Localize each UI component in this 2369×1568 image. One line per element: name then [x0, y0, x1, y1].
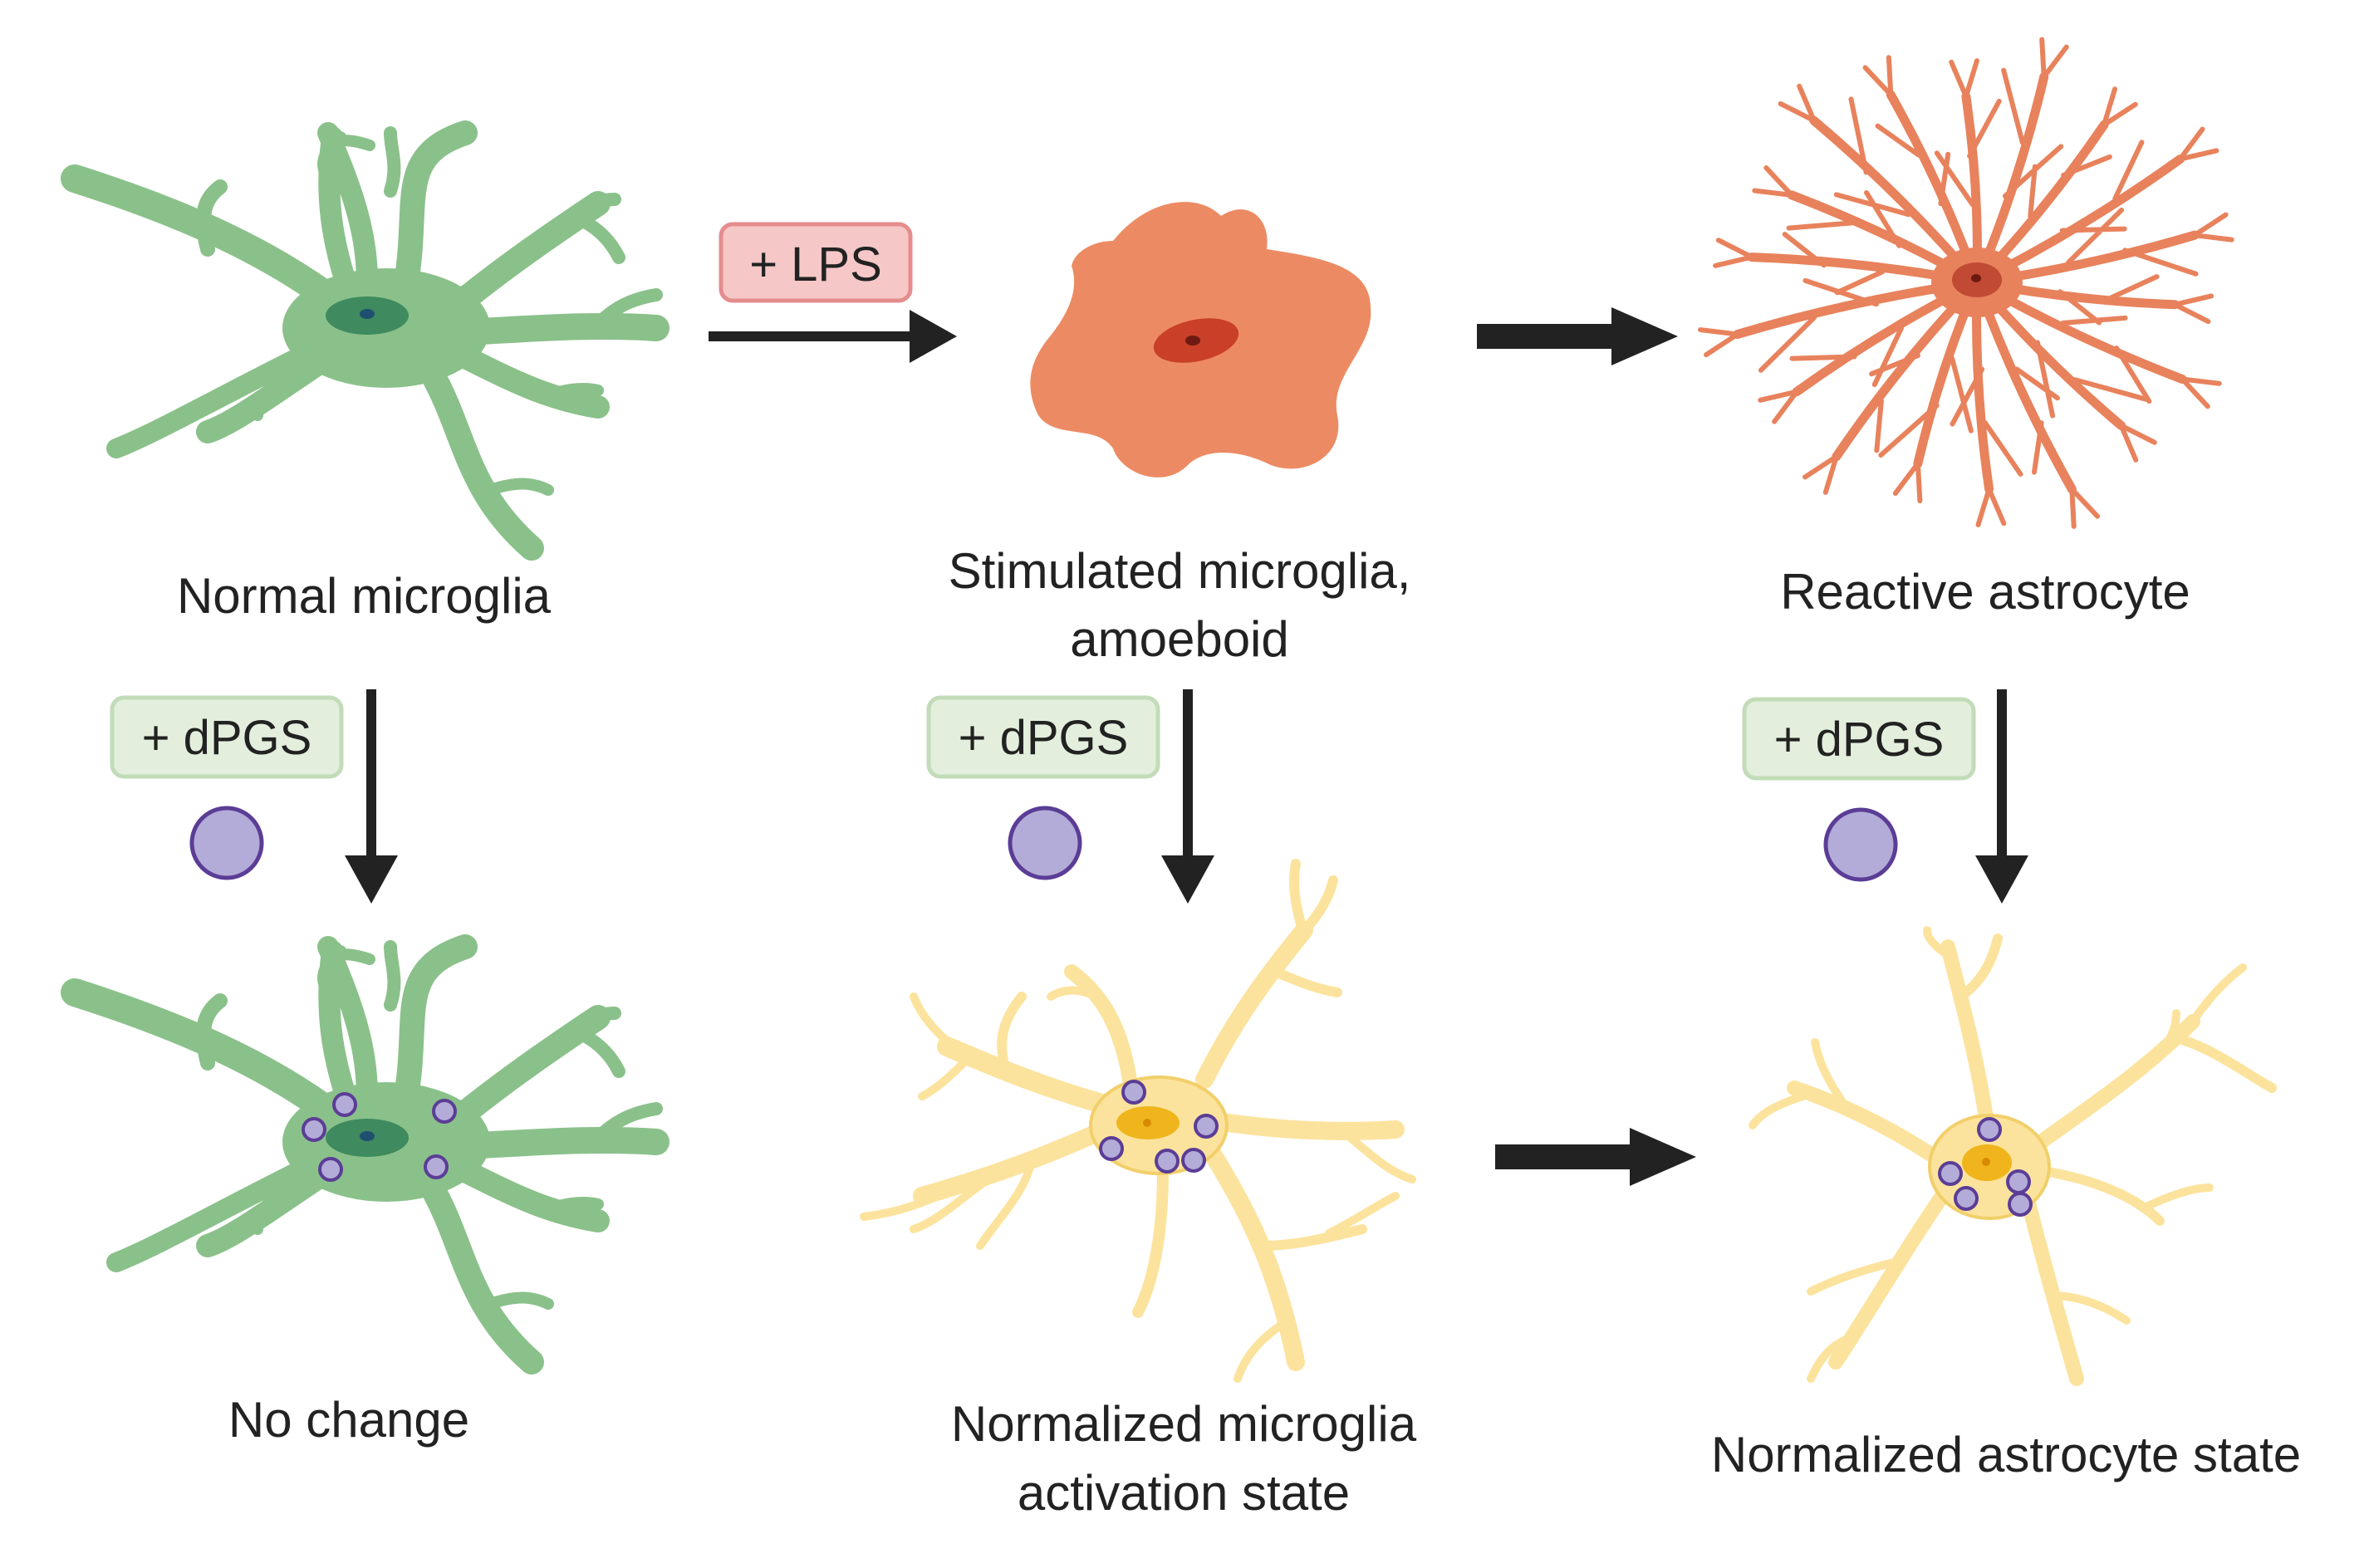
dpgs-particle-left — [189, 806, 264, 880]
arrow-normalized-microglia-to-astrocyte — [1495, 1128, 1696, 1186]
lps-label: + LPS — [749, 238, 882, 292]
arrow-stimulated-to-reactive — [1477, 307, 1678, 365]
dpgs-label-middle: + dPGS — [959, 711, 1129, 765]
normalized-astrocyte-cell — [1749, 926, 2277, 1386]
normal-microglia-cell — [61, 120, 670, 561]
dpgs-particle-right — [1823, 807, 1898, 882]
astrocyte-main-processes — [1733, 72, 2200, 494]
stimulated-microglia-cell — [1030, 202, 1371, 478]
dpgs-label-left: + dPGS — [142, 711, 312, 765]
caption-stimulated-line2: amoeboid — [1070, 611, 1289, 667]
reactive-astrocyte-cell — [1698, 37, 2234, 529]
caption-normalized-microglia-line1: Normalized microglia — [951, 1396, 1417, 1452]
lps-treatment-tag: + LPS — [719, 222, 913, 303]
reactive-astrocyte-processes — [1698, 37, 2234, 529]
dpgs-treatment-middle: + dPGS — [926, 689, 1214, 904]
dpgs-label-right: + dPGS — [1774, 713, 1945, 767]
arrow-normal-to-stimulated — [709, 310, 957, 363]
caption-normalized-microglia-line2: activation state — [1018, 1465, 1350, 1521]
caption-stimulated-line1: Stimulated microglia, — [949, 543, 1411, 599]
caption-no-change: No change — [228, 1392, 469, 1448]
caption-normalized-astrocyte: Normalized astrocyte state — [1711, 1427, 2301, 1482]
dpgs-treatment-left: + dPGS — [110, 689, 398, 904]
astrocyte-branch-processes — [1698, 37, 2234, 529]
no-change-microglia-cell — [61, 934, 670, 1374]
dpgs-treatment-right: + dPGS — [1742, 689, 2028, 904]
dpgs-particle-middle — [1008, 806, 1082, 880]
caption-normal-microglia: Normal microglia — [177, 568, 552, 624]
caption-reactive-astrocyte: Reactive astrocyte — [1780, 564, 2190, 620]
normalized-microglia-cell — [860, 859, 1416, 1383]
